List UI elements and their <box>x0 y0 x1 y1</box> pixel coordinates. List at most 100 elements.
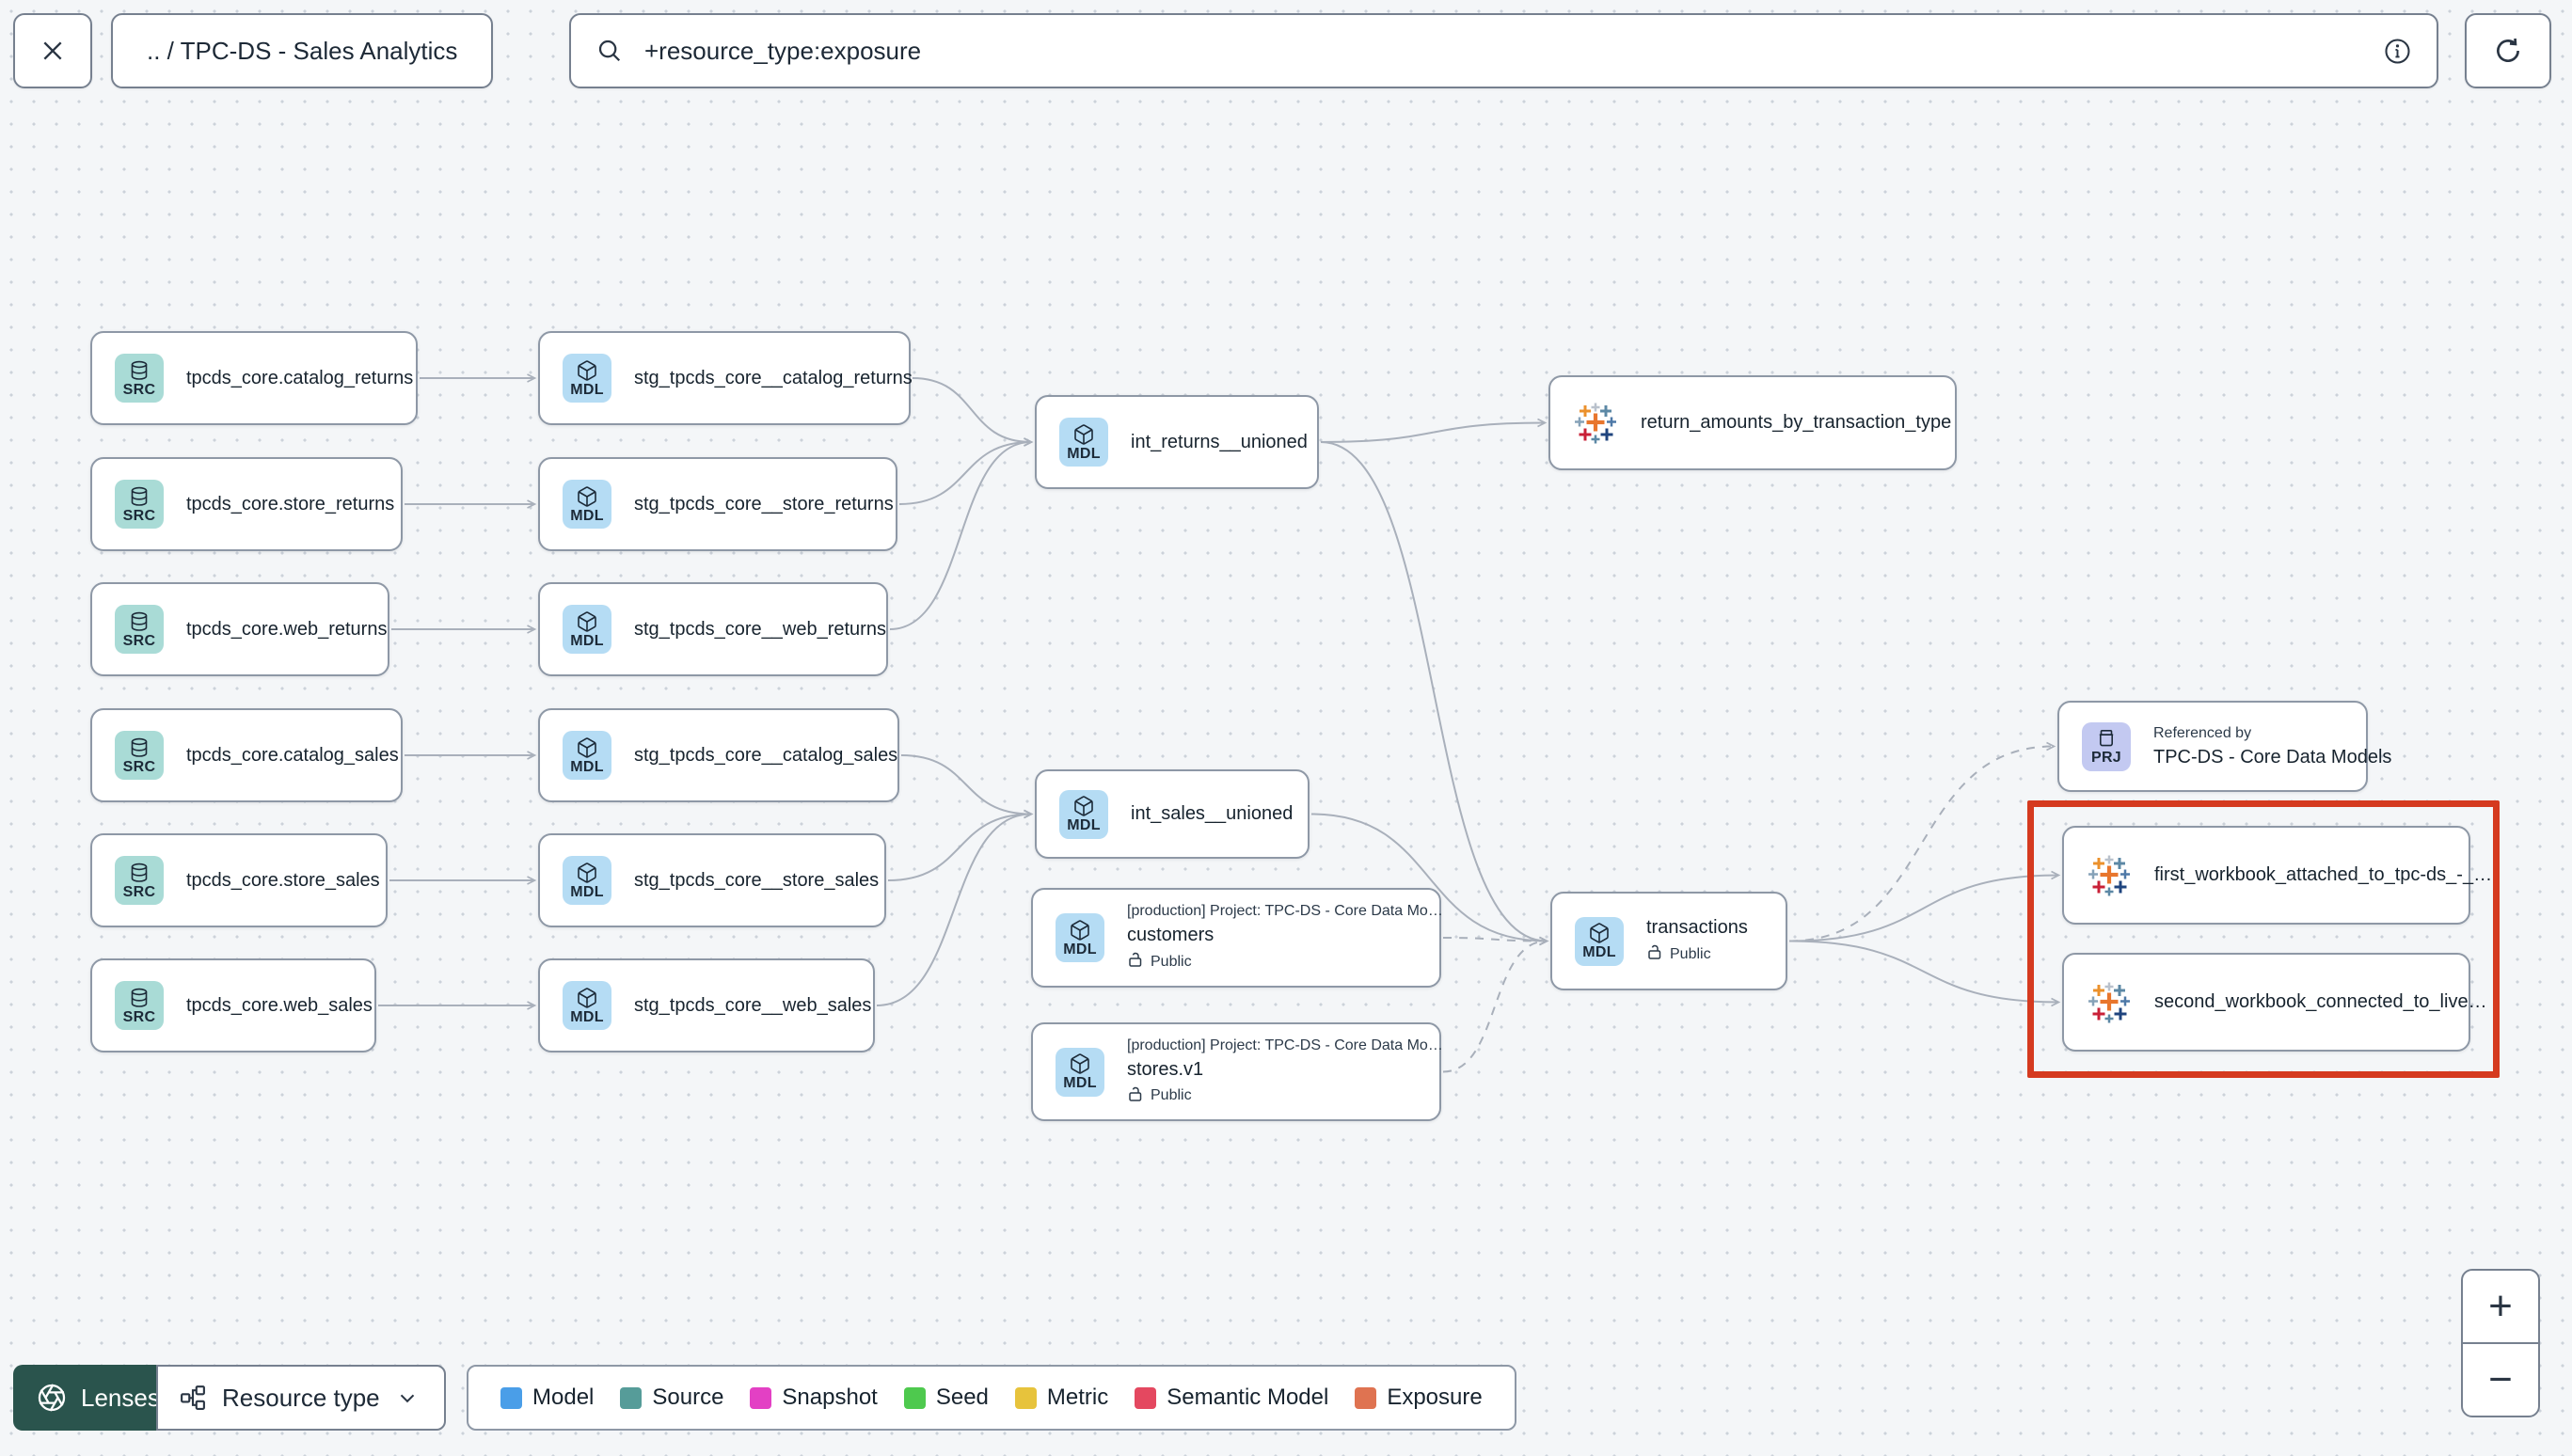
node-title: return_amounts_by_transaction_type <box>1641 412 1952 433</box>
legend-item-snapshot: Snapshot <box>750 1385 878 1411</box>
edge-stg_store_returns-int_returns <box>898 437 1034 505</box>
legend-color-chip <box>620 1386 643 1409</box>
node-title: stg_tpcds_core__web_returns <box>634 618 886 640</box>
edge-stg_catalog_sales-int_sales <box>900 754 1034 819</box>
tableau-icon <box>2087 853 2132 898</box>
lenses-label: Lenses <box>81 1383 160 1412</box>
node-return_amounts[interactable]: return_amounts_by_transaction_type <box>1548 375 1957 470</box>
node-src_catalog_sales[interactable]: SRC tpcds_core.catalog_sales <box>90 708 403 802</box>
refresh-button[interactable] <box>2465 13 2551 88</box>
edge-int_sales-transactions <box>1310 813 1549 946</box>
database-icon: SRC <box>115 480 164 529</box>
open-lock-icon <box>1127 1085 1144 1107</box>
node-title: stg_tpcds_core__catalog_returns <box>634 367 913 388</box>
cube-icon: MDL <box>563 354 611 403</box>
database-icon: SRC <box>115 981 164 1030</box>
legend-color-chip <box>1355 1386 1377 1409</box>
database-icon: SRC <box>115 731 164 780</box>
node-subtitle: Referenced by <box>2153 724 2252 741</box>
resource-type-label: Resource type <box>222 1383 380 1412</box>
node-stores[interactable]: MDL[production] Project: TPC-DS - Core D… <box>1031 1022 1443 1121</box>
legend-color-chip <box>903 1386 926 1409</box>
node-title: stores.v1 <box>1127 1058 1204 1080</box>
zoom-out-button[interactable]: − <box>2488 1356 2513 1402</box>
aperture-icon <box>38 1384 66 1412</box>
open-lock-icon <box>1646 943 1663 965</box>
breadcrumb-label: .. / TPC-DS - Sales Analytics <box>147 36 458 65</box>
legend-color-chip <box>1014 1386 1037 1409</box>
legend-item-model: Model <box>500 1385 594 1411</box>
edge-customers-transactions <box>1442 936 1549 946</box>
edge-stores-transactions <box>1442 936 1549 1073</box>
zoom-controls: + − <box>2461 1269 2540 1417</box>
edge-int_returns-transactions <box>1320 441 1549 946</box>
node-stg_catalog_sales[interactable]: MDL stg_tpcds_core__catalog_sales <box>538 708 899 802</box>
legend-color-chip <box>1135 1386 1157 1409</box>
node-title: tpcds_core.catalog_sales <box>186 744 399 766</box>
search-icon <box>598 40 621 62</box>
edge-stg_web_sales-int_sales <box>876 809 1034 1006</box>
node-stg_catalog_returns[interactable]: MDL stg_tpcds_core__catalog_returns <box>538 331 913 425</box>
edge-transactions-prj <box>1788 741 2056 942</box>
node-title: tpcds_core.web_returns <box>186 618 388 640</box>
node-stg_web_returns[interactable]: MDL stg_tpcds_core__web_returns <box>538 582 888 676</box>
node-title: second_workbook_connected_to_live… <box>2154 991 2487 1012</box>
node-title: transactions <box>1646 917 1748 938</box>
node-wb2[interactable]: second_workbook_connected_to_live… <box>2062 953 2487 1052</box>
node-title: stg_tpcds_core__store_returns <box>634 493 894 514</box>
node-src_web_returns[interactable]: SRC tpcds_core.web_returns <box>90 582 389 676</box>
resource-type-dropdown[interactable]: Resource type <box>156 1365 446 1431</box>
node-title: TPC-DS - Core Data Models <box>2153 746 2392 768</box>
cube-icon: MDL <box>563 480 611 529</box>
cube-icon: MDL <box>1056 913 1104 962</box>
open-lock-icon <box>1127 951 1144 973</box>
edge-stg_web_returns-int_returns <box>889 437 1034 630</box>
cube-icon: MDL <box>563 981 611 1030</box>
node-access: Public <box>1127 1085 1439 1107</box>
node-title: tpcds_core.store_sales <box>186 869 380 891</box>
info-icon[interactable] <box>2383 37 2412 66</box>
search-bar[interactable] <box>569 13 2438 88</box>
node-customers[interactable]: MDL[production] Project: TPC-DS - Core D… <box>1031 888 1443 988</box>
node-src_web_sales[interactable]: SRC tpcds_core.web_sales <box>90 958 376 1052</box>
edge-int_returns-return_amounts <box>1320 418 1548 443</box>
node-title: stg_tpcds_core__catalog_sales <box>634 744 898 766</box>
database-icon: SRC <box>115 354 164 403</box>
node-title: int_sales__unioned <box>1131 803 1294 824</box>
edge-transactions-wb2 <box>1788 940 2061 1007</box>
node-stg_store_returns[interactable]: MDL stg_tpcds_core__store_returns <box>538 457 897 551</box>
edge-stg_store_sales-int_sales <box>887 809 1034 881</box>
node-title: stg_tpcds_core__web_sales <box>634 994 872 1016</box>
node-title: stg_tpcds_core__store_sales <box>634 869 880 891</box>
node-stg_web_sales[interactable]: MDL stg_tpcds_core__web_sales <box>538 958 875 1052</box>
node-wb1[interactable]: first_workbook_attached_to_tpc-ds_-_… <box>2062 826 2492 925</box>
refresh-icon <box>2497 38 2519 62</box>
zoom-in-button[interactable]: + <box>2463 1271 2538 1344</box>
cube-icon: MDL <box>563 731 611 780</box>
lenses-button[interactable]: Lenses <box>13 1365 183 1431</box>
close-button[interactable] <box>13 13 92 88</box>
legend-item-exposure: Exposure <box>1355 1385 1483 1411</box>
database-icon: SRC <box>115 605 164 654</box>
breadcrumb[interactable]: .. / TPC-DS - Sales Analytics <box>111 13 494 88</box>
legend-item-seed: Seed <box>903 1385 989 1411</box>
legend-color-chip <box>500 1386 522 1409</box>
cube-icon: MDL <box>563 605 611 654</box>
cube-icon: MDL <box>1059 418 1108 467</box>
edge-transactions-wb1 <box>1788 870 2061 942</box>
search-input[interactable] <box>643 35 2364 67</box>
node-title: tpcds_core.web_sales <box>186 994 373 1016</box>
chevron-down-icon <box>400 1394 414 1403</box>
resource-type-icon <box>181 1385 205 1410</box>
